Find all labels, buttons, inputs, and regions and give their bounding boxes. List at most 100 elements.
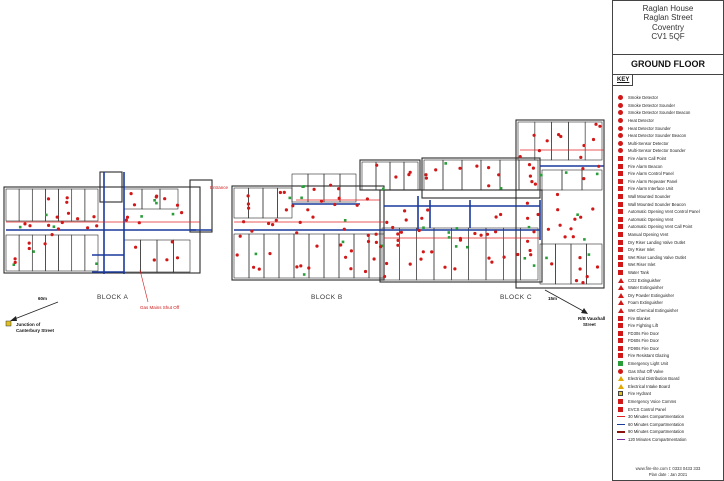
dot-icon [616,368,625,374]
key-item: Manual Opening Vent [616,231,722,239]
detector-icon [342,227,346,231]
detector-icon [420,216,424,220]
detector-icon [487,184,491,188]
key-item: FD30s Fire Door [616,329,722,337]
detector-icon [60,220,64,225]
tri-icon [616,285,625,291]
distance-right: 15m [548,296,558,301]
detector-icon [366,233,370,237]
detector-icon [421,250,425,254]
key-item-label: 120 Minutes Compartmentation [628,437,687,443]
detector-icon [65,200,69,204]
detector-icon [257,267,261,271]
detector-icon [235,253,239,257]
room [71,234,86,272]
key-item-label: Wet Chemical Extinguisher [628,307,679,313]
detector-icon [558,223,562,227]
detector-icon [282,190,286,194]
key-item-label: Heat Detector Sounder Beacon [628,133,687,139]
detector-icon [247,206,251,210]
detector-icon [424,173,428,177]
room [308,233,325,279]
sq-icon [616,194,625,200]
key-item: Multi-Sensor Detector [616,140,722,148]
room [403,161,419,191]
key-item: Fire Resistant Glazing [616,352,722,360]
key-item: Fire Alarm Repeater Panel [616,178,722,186]
emergency-light-icon [302,273,306,276]
detector-icon [311,215,315,219]
key-item-label: Fire Alarm Beacon [628,163,663,169]
detector-icon [344,255,348,259]
detector-icon [278,190,282,195]
sq-icon [616,231,625,237]
sq-icon [616,406,625,412]
detector-icon [363,269,368,274]
detector-icon [329,183,333,187]
detector-icon [581,167,585,171]
emergency-light-icon [153,199,156,202]
sq-icon [616,224,625,230]
detector-icon [426,208,430,212]
detector-icon [333,202,337,207]
detector-icon [494,215,498,219]
dot-icon [616,140,625,146]
detector-icon [132,203,137,207]
detector-icon [497,173,501,177]
detector-icon [76,217,80,221]
detector-icon [434,168,438,172]
detector-icon [383,274,387,279]
detector-icon [299,264,303,268]
key-item-label: Smoke Detector [628,95,659,101]
dot-icon [616,102,625,108]
sq-icon [616,254,625,260]
key-item: Wet Riser Inlet [616,261,722,269]
key-item: Dry Powder Extinguisher [616,291,722,299]
emergency-light-icon [455,227,459,230]
detector-icon [154,195,158,199]
key-item: Automatic Opening Vent [616,216,722,224]
sq-icon [616,330,625,336]
key-item-label: Fire Alarm Call Point [628,156,667,162]
key-item-label: Emergency Voice Comms [628,399,677,405]
arrow-head-right [581,308,588,314]
detector-icon [581,281,585,285]
detector-icon [319,199,324,203]
sq-icon [616,163,625,169]
line-blue-icon [616,421,625,427]
detector-icon [374,240,378,244]
sq-icon [616,186,625,192]
key-item: 120 Minutes Compartmentation [616,436,722,444]
detector-icon [528,248,532,253]
detector-icon [598,124,602,128]
detector-icon [349,249,353,253]
dot-icon [616,148,625,154]
detector-icon [458,166,462,170]
dot-icon [616,110,625,116]
detector-icon [419,257,423,261]
emergency-light-icon [447,236,451,239]
block-c-label: BLOCK C [500,294,533,301]
emergency-light-icon [140,215,143,218]
detector-icon [28,224,32,228]
key-item: Electrical Intake Board [616,383,722,391]
room [584,121,603,161]
detector-icon [13,260,17,264]
fire-devices [12,122,602,285]
detector-icon [591,137,596,142]
emergency-light-icon [341,240,345,244]
room [262,187,278,219]
line-red-icon [616,414,625,420]
block-a-label: BLOCK A [97,294,129,301]
detector-icon [375,163,379,167]
detector-icon [312,187,316,191]
room [307,173,325,203]
detector-icon [86,226,90,230]
emergency-light-icon [527,225,531,229]
emergency-light-icon [343,219,347,222]
key-item-label: Fire Blanket [628,315,651,321]
room [233,187,249,219]
detector-icon [170,240,174,244]
line-purple-icon [616,437,625,443]
floor-title: GROUND FLOOR [613,55,723,75]
